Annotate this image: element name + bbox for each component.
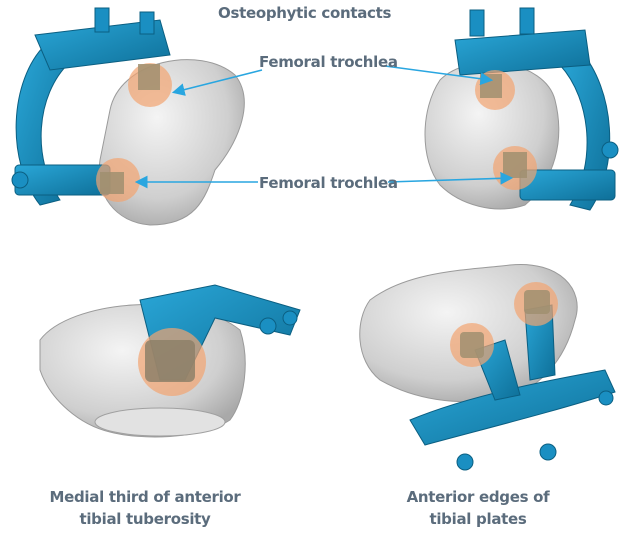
guide-left-post-2 (140, 12, 154, 34)
label-tibial-plates: Anterior edges of tibial plates (378, 486, 578, 530)
label-tibial-plates-line2: tibial plates (378, 508, 578, 530)
label-femoral-trochlea-lower: Femoral trochlea (259, 174, 398, 192)
guide-left-post-1 (95, 8, 109, 32)
tibia-guide-peg-1 (260, 318, 276, 334)
label-osteophytic-contacts: Osteophytic contacts (218, 4, 391, 22)
guide-right-post-1 (470, 10, 484, 36)
label-tibial-tuberosity: Medial third of anterior tibial tuberosi… (30, 486, 260, 530)
contact-pad-6 (460, 332, 484, 358)
guide-right-peg (602, 142, 618, 158)
contact-pad-2 (100, 172, 124, 194)
tibia-right-peg-1 (457, 454, 473, 470)
femur-guide-left (12, 8, 244, 225)
tibia-right-peg-2 (540, 444, 556, 460)
label-femoral-trochlea-upper: Femoral trochlea (259, 53, 398, 71)
tibia-right-peg-3 (599, 391, 613, 405)
contact-pad-3 (480, 74, 502, 98)
contact-pad-7 (524, 290, 550, 314)
guide-left-peg (12, 172, 28, 188)
label-tibial-tuberosity-line2: tibial tuberosity (30, 508, 260, 530)
guide-right-post-2 (520, 8, 534, 34)
tibia-left-cut (95, 408, 225, 436)
contact-pad-1 (138, 64, 160, 90)
label-tibial-tuberosity-line1: Medial third of anterior (30, 486, 260, 508)
tibia-guide-left (40, 285, 300, 437)
tibia-guide-peg-2 (283, 311, 297, 325)
label-tibial-plates-line1: Anterior edges of (378, 486, 578, 508)
contact-pad-5 (145, 340, 195, 382)
contact-pad-4 (503, 152, 527, 178)
guide-left-bottom-bar (15, 165, 110, 195)
tibia-guide-right (360, 264, 615, 470)
